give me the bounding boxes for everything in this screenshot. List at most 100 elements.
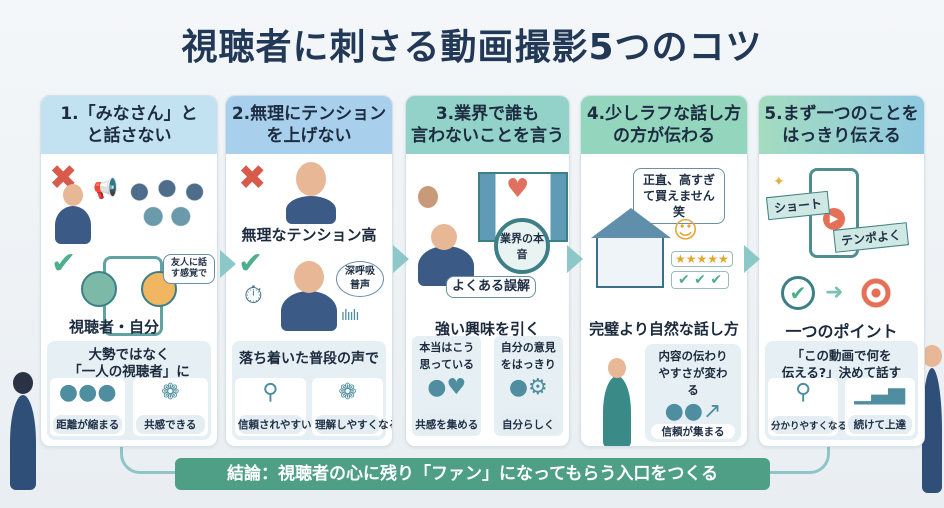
target-icon bbox=[857, 274, 895, 312]
person-gear-icon: ●⚙ bbox=[508, 375, 548, 400]
check-icon: ✔ bbox=[238, 246, 264, 281]
stopwatch-icon: ⏱ bbox=[244, 281, 263, 309]
caption-line: 「この動画で何を bbox=[791, 348, 892, 363]
brain-icon: ❁ bbox=[338, 380, 357, 405]
presenter-woman bbox=[603, 376, 631, 446]
speaker-head bbox=[63, 184, 83, 206]
card-caption: 完璧より自然な話し方 bbox=[589, 320, 739, 338]
group-icon: ●●● bbox=[58, 380, 117, 405]
benefit-label: 信頼されやすい bbox=[238, 415, 312, 434]
cross-icon: ✖ bbox=[238, 158, 267, 198]
presenter-woman-left bbox=[10, 395, 36, 490]
conclusion-banner: 結論：視聴者の心に残り「ファン」になってもらう入口をつくる bbox=[175, 458, 770, 490]
card-header: 3.業界で誰も言わないことを言う bbox=[406, 96, 569, 154]
colleague-head bbox=[418, 186, 438, 208]
calm-speaker bbox=[281, 291, 337, 331]
benefit-panel: 本当はこう思っている ●♥ 共感を集める 自分の意見をはっきり ●⚙ 自分らしく bbox=[412, 336, 563, 440]
bad-example-label: 無理なテンション高 bbox=[241, 226, 377, 244]
benefit-box: ⚲ 分かりやすくなる bbox=[768, 378, 847, 436]
header-line: を上げない bbox=[266, 126, 352, 146]
soundwave-icon: ılıılı bbox=[341, 308, 359, 324]
breath-bubble: 深呼吸 普声 bbox=[336, 261, 384, 297]
panel-caption: 落ち着いた普段の声で bbox=[239, 351, 379, 367]
benefit-box: ●●● 距離が縮まる bbox=[50, 378, 126, 436]
megaphone-icon: 📢 bbox=[93, 176, 118, 200]
header-line: 3.業界で誰も bbox=[435, 104, 540, 124]
benefit-label: 理解しやすくなる bbox=[315, 415, 392, 434]
header-line: の方が伝わる bbox=[612, 126, 715, 146]
caption-line: 伝える?」決めて話す bbox=[781, 365, 902, 380]
header-line: 言わないことを言う bbox=[411, 126, 564, 146]
benefit-panel: 落ち着いた普段の声で ⚲ 信頼されやすい ❁ 理解しやすくなる bbox=[232, 341, 392, 440]
benefit-box: 本当はこう思っている ●♥ 共感を集める bbox=[412, 336, 482, 436]
heart-icon: ♥ bbox=[506, 174, 530, 204]
benefit-label: 自分らしく bbox=[496, 415, 560, 434]
magnifier-icon: ⚲ bbox=[262, 380, 279, 405]
benefit-label: 共感できる bbox=[135, 415, 205, 434]
header-line: はっきり伝える bbox=[782, 126, 901, 146]
benefit-label: 分かりやすくなる bbox=[771, 416, 847, 434]
header-line: と話さない bbox=[86, 126, 172, 146]
benefit-box: ⚲ 信頼されやすい bbox=[235, 378, 312, 436]
page-title: 視聴者に刺さる動画撮影5つのコツ bbox=[181, 27, 763, 68]
sub-caption: 内容の伝わりやすさが変わる bbox=[658, 349, 728, 397]
speaker-head bbox=[431, 224, 457, 250]
crowd-illustration bbox=[121, 171, 213, 241]
people-heart-icon: ●♥ bbox=[427, 375, 467, 400]
benefit-box: ❁ 理解しやすくなる bbox=[312, 378, 392, 436]
tip-card-5: 5.まず一つのことをはっきり伝える ▶ ショート テンポよく ✦ ✔ ➜ 一つの… bbox=[758, 95, 925, 447]
speaker-head bbox=[294, 261, 324, 293]
benefit-box: 内容の伝わりやすさが変わる ●●↗ 信頼が集まる bbox=[645, 344, 741, 442]
magnifier-check-icon: ⚲ bbox=[795, 380, 812, 405]
header-line: 4.少しラフな話し方 bbox=[586, 104, 742, 124]
speech-bubble: 友人に話す感覚で bbox=[163, 254, 215, 284]
viewer-self-label: 視聴者・自分 bbox=[69, 318, 160, 336]
card-caption: 強い興味を引く bbox=[434, 320, 540, 338]
caption-line: 「一人の視聴者」に bbox=[68, 364, 190, 380]
tip-card-2: 2.無理にテンションを上げない ✖ 無理なテンション高 ✔ ⏱ 深呼吸 普声 ı… bbox=[225, 95, 393, 447]
panel-caption: 「この動画で何を伝える?」決めて話す bbox=[765, 341, 918, 381]
benefit-label: 距離が縮まる bbox=[53, 415, 123, 434]
tip-card-4: 4.少しラフな話し方の方が伝わる 正直、高すぎて買えません笑 ☺ ★★★★★ ✔… bbox=[580, 95, 748, 447]
card-header: 1.「みなさん」とと話さない bbox=[41, 96, 217, 154]
benefit-label: 共感を集める bbox=[415, 415, 479, 434]
sub-caption: 自分の意見をはっきり bbox=[500, 341, 556, 371]
header-line: 5.まず一つのことを bbox=[764, 104, 919, 124]
viewer-avatar bbox=[81, 271, 117, 307]
presenter-man-right bbox=[922, 368, 942, 493]
bar-growth-icon: ▁▃▅ bbox=[854, 380, 906, 405]
checks-icon: ✔ ✔ ✔ bbox=[671, 271, 730, 289]
arrow-icon: ➜ bbox=[825, 280, 844, 305]
speaker-illustration bbox=[55, 206, 91, 244]
presenter-head bbox=[608, 358, 626, 378]
flow-arrow bbox=[220, 250, 236, 278]
sub-caption: 本当はこう思っている bbox=[419, 341, 475, 371]
rating-stars: ★★★★★ bbox=[671, 251, 733, 267]
benefit-panel: 大勢ではなく「一人の視聴者」に ●●● 距離が縮まる ❁共感できる bbox=[47, 341, 211, 440]
check-icon: ✔ bbox=[51, 246, 77, 281]
benefit-box: ▁▃▅続けて上達 bbox=[844, 378, 915, 436]
presenter-head bbox=[922, 345, 942, 367]
check-circle-icon: ✔ bbox=[781, 276, 815, 310]
tip-card-3: 3.業界で誰も言わないことを言う ♥ 業界の本音 よくある誤解 強い興味を引く … bbox=[405, 95, 570, 447]
presenter-head bbox=[13, 372, 33, 394]
tip-card-1: 1.「みなさん」とと話さない ✖ 📢 ✔ 友人に話す感覚で 視聴者・自分 大勢で… bbox=[40, 95, 218, 447]
benefit-panel: 「この動画で何を伝える?」決めて話す ⚲ 分かりやすくなる ▁▃▅続けて上達 bbox=[765, 341, 918, 440]
card-header: 4.少しラフな話し方の方が伝わる bbox=[581, 96, 747, 154]
header-line: 2.無理にテンション bbox=[231, 104, 387, 124]
card-header: 5.まず一つのことをはっきり伝える bbox=[759, 96, 924, 154]
flow-arrow bbox=[393, 245, 409, 273]
card-header: 2.無理にテンションを上げない bbox=[226, 96, 392, 154]
panel-caption: 大勢ではなく「一人の視聴者」に bbox=[47, 341, 211, 381]
flow-arrow bbox=[744, 245, 760, 273]
benefit-box: ❁共感できる bbox=[132, 378, 208, 436]
tense-speaker bbox=[286, 196, 336, 224]
house-roof bbox=[591, 208, 671, 238]
benefit-label: 信頼が集まる bbox=[651, 424, 735, 439]
flow-arrow bbox=[567, 245, 583, 273]
magnifier-illustration: 業界の本音 bbox=[494, 218, 550, 274]
speaker-head bbox=[296, 162, 326, 196]
misconception-banner: よくある誤解 bbox=[446, 276, 537, 298]
growth-arrow-icon: ●●↗ bbox=[664, 399, 722, 424]
caption-line: 大勢ではなく bbox=[88, 347, 170, 363]
